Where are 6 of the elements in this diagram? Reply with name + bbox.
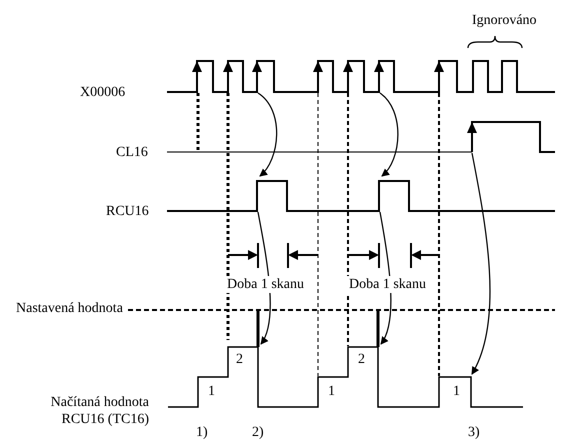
- step-number: 1): [194, 424, 210, 441]
- step-number: 3): [466, 424, 482, 441]
- step-number: 2): [250, 424, 266, 441]
- scan-time-label: Doba 1 skanu: [347, 276, 428, 293]
- scan-time-label: Doba 1 skanu: [225, 276, 306, 293]
- annotation-label: Ignorováno: [470, 12, 539, 29]
